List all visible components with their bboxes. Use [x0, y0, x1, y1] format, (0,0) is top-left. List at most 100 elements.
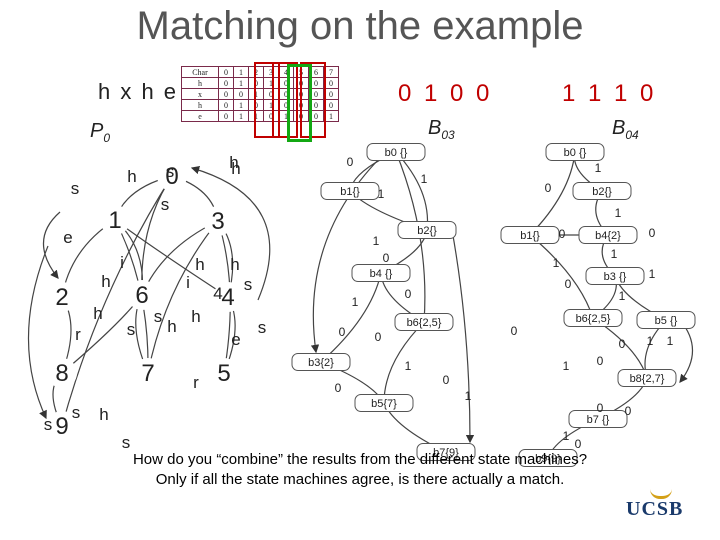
- b04-edge-label: 1: [563, 429, 570, 443]
- p0-edge-label: r: [193, 373, 199, 392]
- b04-edge-label: 0: [565, 277, 572, 291]
- p0-edge-label: h: [127, 167, 136, 186]
- caption-line-1: How do you “combine” the results from th…: [132, 451, 588, 468]
- p0-edge-label: s: [258, 318, 267, 337]
- b04-state-label: b6{2,5}: [576, 313, 611, 325]
- b03-state-label: b1{}: [340, 186, 360, 198]
- b04-state-node: [568, 410, 628, 428]
- b03-state-label: b2{}: [417, 225, 437, 237]
- ucsb-seal-icon: [650, 478, 672, 499]
- p0-edge-label: s: [122, 433, 131, 452]
- b03-state-node: [394, 313, 454, 331]
- caption: How do you “combine” the results from th…: [40, 450, 680, 490]
- b04-edge-label: 0: [511, 324, 518, 338]
- b03-edge-label: 1: [373, 234, 380, 248]
- p0-state-node: [203, 206, 233, 236]
- p0-edge-label: s: [44, 415, 53, 434]
- p0-state-label: 5: [217, 360, 230, 387]
- p0-edge: [27, 245, 49, 420]
- p0-label: P0: [90, 120, 110, 145]
- caption-line-2: Only if all the state machines agree, is…: [155, 471, 565, 488]
- b03-state-label: b5{7}: [371, 398, 397, 410]
- p0-edge-label: e: [231, 330, 240, 349]
- b03-state-node: [366, 143, 426, 161]
- b03-bit-vector: 0 1 0 0: [398, 80, 493, 107]
- b04-label-sub: 04: [625, 128, 639, 142]
- b04-edge-label: 0: [619, 337, 626, 351]
- b03-state-label: b3{2}: [308, 357, 334, 369]
- b04-edge-label: 1: [619, 289, 626, 303]
- b03-state-label: b0 {}: [385, 147, 408, 159]
- p0-state-label: 3: [211, 208, 224, 235]
- table-cell: 0: [263, 110, 279, 122]
- b03-state-node: [416, 443, 476, 461]
- b03-state-label: b4 {}: [370, 268, 393, 280]
- p0-edge-label: 4: [213, 284, 222, 303]
- b03-edge-label: 0: [405, 287, 412, 301]
- p0-state-node: [100, 205, 130, 235]
- p0-state-label: 9: [55, 413, 68, 440]
- p0-edge-label: s: [154, 307, 163, 326]
- b03-edge-label: 0: [375, 330, 382, 344]
- p0-state-label: 4: [221, 284, 234, 311]
- b03-state-label: b6{2,5}: [407, 317, 442, 329]
- p0-state-node: [47, 411, 77, 441]
- b03-label: B03: [428, 117, 455, 142]
- b03-edge-label: 0: [443, 373, 450, 387]
- b04-state-label: b5 {}: [655, 315, 678, 327]
- b04-state-node: [545, 143, 605, 161]
- column-highlight-red: [254, 62, 280, 138]
- p0-edge-label: s: [72, 403, 81, 422]
- p0-edge: [147, 220, 219, 374]
- b04-edge-label: 1: [553, 256, 560, 270]
- p0-edge-label: r: [75, 325, 81, 344]
- b04-state-label: b1{}: [520, 230, 540, 242]
- p0-state-node: [157, 161, 187, 191]
- b04-state-label: b7 {}: [587, 414, 610, 426]
- b04-state-label: b8{2,7}: [630, 373, 665, 385]
- b04-edge: [679, 319, 693, 383]
- b04-state-label: b2{}: [592, 186, 612, 198]
- slide-title: Matching on the example: [136, 4, 584, 48]
- b04-state-label: b3 {}: [604, 271, 627, 283]
- b04-edge-label: 1: [667, 334, 674, 348]
- b04-edge: [529, 151, 576, 236]
- p0-state-node: [127, 280, 157, 310]
- b04-edge-label: 1: [595, 161, 602, 175]
- b04-state-node: [563, 309, 623, 327]
- b03-label-sub: 03: [441, 128, 455, 142]
- b04-edge-label: 0: [559, 227, 566, 241]
- p0-state-node: [133, 358, 163, 388]
- p0-edge-label: s: [244, 275, 253, 294]
- p0-state-node: [213, 282, 243, 312]
- pattern-text: h x h e: [98, 79, 179, 104]
- b04-edge-label: 1: [647, 334, 654, 348]
- b04-edge-label: 1: [649, 267, 656, 281]
- b04-label-main: B: [612, 117, 626, 139]
- p0-edge-label: h: [101, 272, 110, 291]
- b04-edge-label: 0: [649, 226, 656, 240]
- p0-state-label: 2: [55, 284, 68, 311]
- p0-edge-label: i: [120, 253, 124, 272]
- b04-state-node: [572, 182, 632, 200]
- p0-edge-label: h: [231, 159, 240, 178]
- p0-edge-label: s: [166, 162, 175, 181]
- p0-edge-label: e: [63, 228, 72, 247]
- b04-edge-label: 1: [615, 206, 622, 220]
- p0-state-label: 1: [108, 207, 121, 234]
- b03-state-node: [351, 264, 411, 282]
- p0-edge: [61, 174, 173, 427]
- b04-edge-label: 1: [563, 359, 570, 373]
- b03-edge: [310, 157, 381, 354]
- b04-bit-vector: 1 1 1 0: [562, 80, 657, 107]
- b04-edge-label: 0: [545, 181, 552, 195]
- b03-edge: [451, 229, 475, 444]
- b04-state-node: [500, 226, 560, 244]
- b03-state-node: [397, 221, 457, 239]
- p0-state-node: [47, 282, 77, 312]
- column-highlight-green: [287, 64, 312, 142]
- b04-state-label: b4{2}: [595, 230, 621, 242]
- b04-edge-label: 0: [597, 401, 604, 415]
- p0-state-node: [47, 358, 77, 388]
